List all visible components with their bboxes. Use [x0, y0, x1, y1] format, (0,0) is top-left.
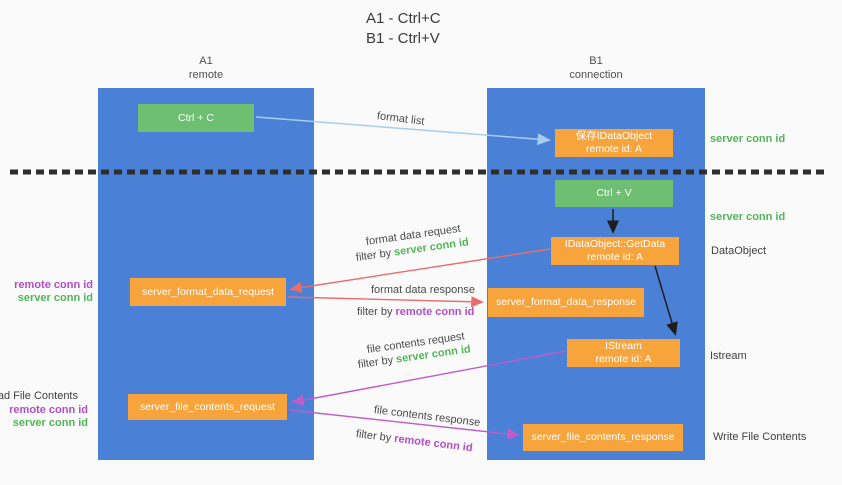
filter-by-text: filter by: [357, 353, 397, 371]
edge-label-filter-format-response: filter by remote conn id: [357, 306, 474, 318]
node-idataobject-getdata: IDataObject::GetData remote id: A: [551, 237, 679, 265]
side-label-read-file-contents: Read File Contents: [0, 390, 78, 402]
node-ctrl-c: Ctrl + C: [138, 104, 254, 132]
node-server-format-data-request-label: server_format_data_request: [142, 285, 274, 298]
node-istream: IStream remote id: A: [567, 339, 680, 367]
filter-by-text: filter by: [355, 246, 395, 264]
node-ctrl-v-label: Ctrl + V: [596, 187, 632, 199]
server-conn-id-text: server conn id: [12, 417, 88, 429]
edge-label-format-list: format list: [376, 110, 426, 128]
edge-label-filter-file-response: filter by remote conn id: [355, 428, 473, 454]
edge-label-file-contents-response: file contents response: [373, 404, 481, 429]
lane-b1-name: B1: [589, 55, 603, 67]
side-label-server-conn-id-top: server conn id: [710, 133, 786, 145]
node-istream-line2: remote id: A: [595, 353, 652, 365]
side-label-remote-conn-id-2: remote conn id: [9, 404, 88, 416]
node-server-format-data-request: server_format_data_request: [130, 278, 286, 306]
node-server-format-data-response: server_format_data_response: [488, 288, 644, 317]
server-conn-id-text: server conn id: [17, 292, 93, 304]
side-label-dataobject: DataObject: [711, 245, 767, 257]
remote-conn-id-text: remote conn id: [395, 306, 475, 318]
remote-conn-id-text: remote conn id: [14, 279, 93, 291]
node-server-file-contents-response-label: server_file_contents_response: [531, 431, 675, 443]
lane-header-a1: A1 remote: [98, 54, 314, 82]
filter-by-text: filter by: [355, 428, 395, 445]
filter-by-text: filter by: [357, 306, 396, 318]
diagram-title: A1 - Ctrl+C B1 - Ctrl+V: [366, 9, 441, 49]
edge-label-format-data-response: format data response: [371, 284, 475, 296]
node-save-idataobject: 保存IDataObject remote id: A: [555, 129, 673, 157]
lane-a1-subtitle: remote: [188, 69, 224, 81]
node-idataobject-getdata-line2: remote id: A: [586, 251, 644, 263]
remote-conn-id-text: remote conn id: [393, 432, 474, 455]
side-label-server-conn-id-mid: server conn id: [710, 211, 786, 223]
side-label-remote-conn-id-1: remote conn id: [14, 279, 93, 291]
lane-b1-subtitle: connection: [569, 69, 623, 81]
node-server-file-contents-response: server_file_contents_response: [523, 424, 683, 451]
node-server-file-contents-request: server_file_contents_request: [128, 394, 287, 420]
node-server-file-contents-request-label: server_file_contents_request: [140, 400, 275, 413]
lane-a1-name: A1: [199, 55, 213, 67]
side-label-server-conn-id-2: server conn id: [13, 417, 88, 429]
lane-header-b1: B1 connection: [487, 54, 705, 82]
side-label-write-file-contents: Write File Contents: [713, 431, 807, 443]
side-label-istream: Istream: [710, 350, 747, 362]
node-istream-line1: IStream: [605, 340, 642, 352]
side-label-server-conn-id-1: server conn id: [18, 292, 93, 304]
arrow-format-data-response: [287, 296, 484, 308]
node-idataobject-getdata-line1: IDataObject::GetData: [564, 238, 666, 250]
node-ctrl-c-label: Ctrl + C: [178, 111, 214, 124]
remote-conn-id-text: remote conn id: [9, 404, 88, 416]
node-ctrl-v: Ctrl + V: [555, 180, 673, 207]
title-line-2: B1 - Ctrl+V: [366, 30, 440, 47]
title-line-1: A1 - Ctrl+C: [366, 10, 441, 27]
node-save-idataobject-line1: 保存IDataObject: [575, 130, 653, 142]
node-save-idataobject-line2: remote id: A: [585, 143, 643, 155]
node-server-format-data-response-label: server_format_data_response: [495, 296, 637, 308]
